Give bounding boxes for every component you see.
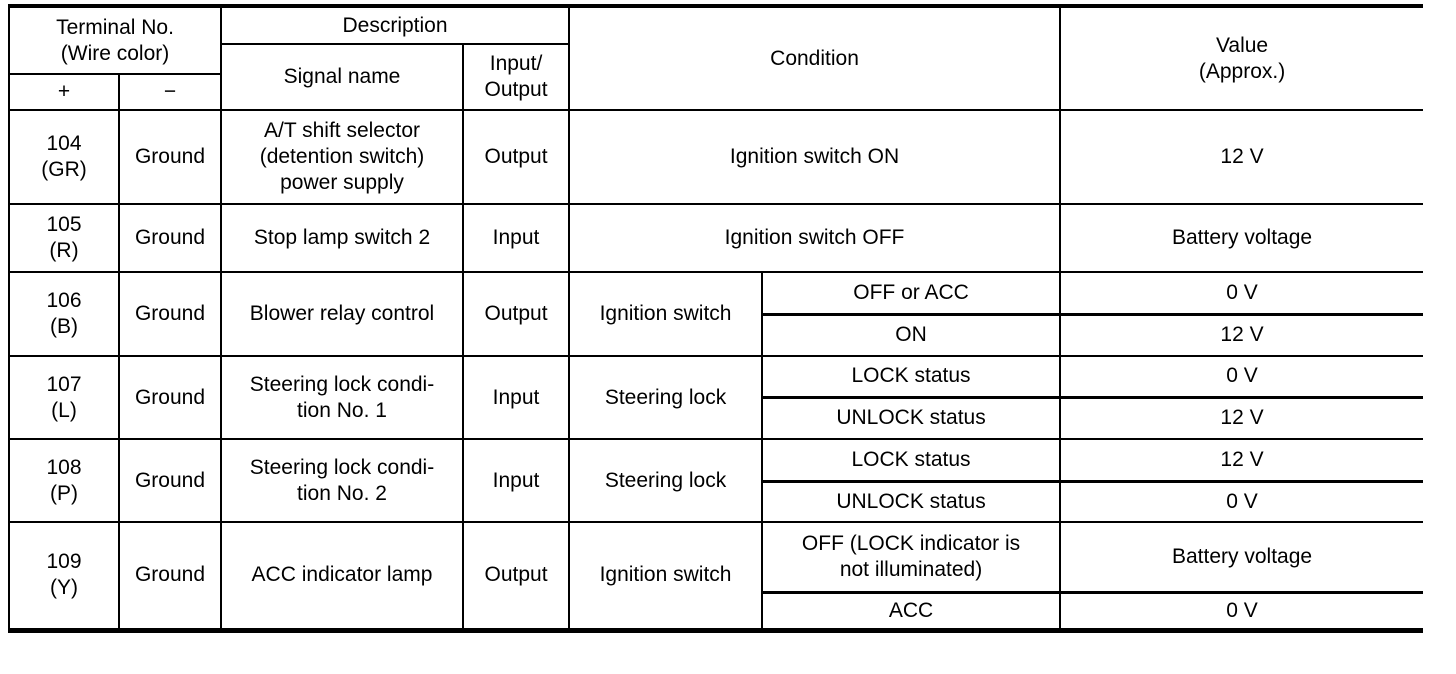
cell-subcondition-107-2: UNLOCK status <box>761 396 1062 440</box>
cell-signal-109: ACC indicator lamp <box>220 521 464 631</box>
header-description: Description <box>219 5 571 45</box>
cell-subcondition-106-1: OFF or ACC <box>761 271 1062 316</box>
table-row-105: 105 (R) Ground Stop lamp switch 2 Input … <box>8 203 1424 273</box>
cell-io-107: Input <box>461 355 571 440</box>
terminal-spec-table: Terminal No. (Wire color) Description Co… <box>8 4 1424 633</box>
cell-ground-104: Ground <box>118 109 222 205</box>
cell-value-106-1: 0 V <box>1059 271 1424 316</box>
header-row-3: + − <box>8 73 1423 111</box>
cell-subcondition-106-2: ON <box>761 313 1062 357</box>
cell-ground-106: Ground <box>118 271 222 357</box>
cell-condition-107: Steering lock <box>568 355 764 440</box>
table-row-109-sub: ACC 0 V <box>9 591 1424 631</box>
cell-subcondition-109-1: OFF (LOCK indicator is not illuminated) <box>761 521 1062 594</box>
header-minus: − <box>118 73 221 111</box>
cell-signal-106: Blower relay control <box>220 271 464 357</box>
cell-signal-108: Steering lock condi- tion No. 2 <box>220 438 464 523</box>
table-row-107-sub: UNLOCK status 12 V <box>9 396 1424 440</box>
cell-signal-107: Steering lock condi- tion No. 1 <box>220 355 464 440</box>
cell-subcondition-107-1: LOCK status <box>761 355 1062 399</box>
header-condition: Condition <box>568 5 1062 111</box>
cell-terminal-105: 105 (R) <box>8 203 120 273</box>
cell-io-106: Output <box>461 271 571 357</box>
cell-condition-106: Ignition switch <box>568 271 764 357</box>
cell-value-108-2: 0 V <box>1059 480 1424 523</box>
cell-io-105: Input <box>461 203 571 273</box>
cell-signal-104: A/T shift selector (detention switch) po… <box>220 109 464 205</box>
cell-terminal-104: 104 (GR) <box>8 109 120 205</box>
cell-terminal-108: 108 (P) <box>8 438 120 523</box>
cell-ground-105: Ground <box>118 203 222 273</box>
cell-condition-109: Ignition switch <box>568 521 764 631</box>
cell-io-104: Output <box>461 109 571 205</box>
cell-terminal-107: 107 (L) <box>8 355 120 440</box>
cell-ground-108: Ground <box>118 438 222 523</box>
table-row-106-sub: ON 12 V <box>9 313 1424 357</box>
cell-subcondition-108-1: LOCK status <box>761 438 1062 483</box>
cell-value-105: Battery voltage <box>1059 203 1424 273</box>
cell-condition-104: Ignition switch ON <box>568 109 1062 205</box>
cell-io-109: Output <box>461 521 571 631</box>
cell-value-109-1: Battery voltage <box>1059 521 1424 594</box>
cell-value-107-1: 0 V <box>1059 355 1424 399</box>
cell-signal-105: Stop lamp switch 2 <box>220 203 464 273</box>
cell-value-104: 12 V <box>1059 109 1424 205</box>
cell-value-107-2: 12 V <box>1059 396 1424 440</box>
cell-ground-107: Ground <box>118 355 222 440</box>
table-row-109: 109 (Y) Ground ACC indicator lamp Output… <box>8 521 1424 631</box>
table-row-108: 108 (P) Ground Steering lock condi- tion… <box>8 438 1424 523</box>
cell-condition-105: Ignition switch OFF <box>568 203 1062 273</box>
cell-io-108: Input <box>461 438 571 523</box>
cell-terminal-109: 109 (Y) <box>8 521 120 631</box>
cell-subcondition-109-2: ACC <box>761 591 1062 631</box>
header-row-2: Signal name Input/ Output <box>9 43 1423 111</box>
cell-value-106-2: 12 V <box>1059 313 1424 357</box>
table-row-107: 107 (L) Ground Steering lock condi- tion… <box>8 355 1424 440</box>
header-value: Value (Approx.) <box>1059 5 1424 111</box>
table-row-108-sub: UNLOCK status 0 V <box>9 480 1424 523</box>
cell-condition-108: Steering lock <box>568 438 764 523</box>
header-terminal-no: Terminal No. (Wire color) <box>8 5 222 75</box>
cell-value-108-1: 12 V <box>1059 438 1424 483</box>
cell-terminal-106: 106 (B) <box>8 271 120 357</box>
table-row-104: 104 (GR) Ground A/T shift selector (dete… <box>8 109 1424 205</box>
cell-value-109-2: 0 V <box>1059 591 1424 631</box>
header-plus: + <box>8 73 120 111</box>
cell-subcondition-108-2: UNLOCK status <box>761 480 1062 523</box>
header-input-output: Input/ Output <box>461 43 570 111</box>
cell-ground-109: Ground <box>118 521 222 631</box>
header-signal-name: Signal name <box>220 43 464 111</box>
header-row-1: Terminal No. (Wire color) Description Co… <box>8 5 1424 111</box>
table-row-106: 106 (B) Ground Blower relay control Outp… <box>8 271 1424 357</box>
